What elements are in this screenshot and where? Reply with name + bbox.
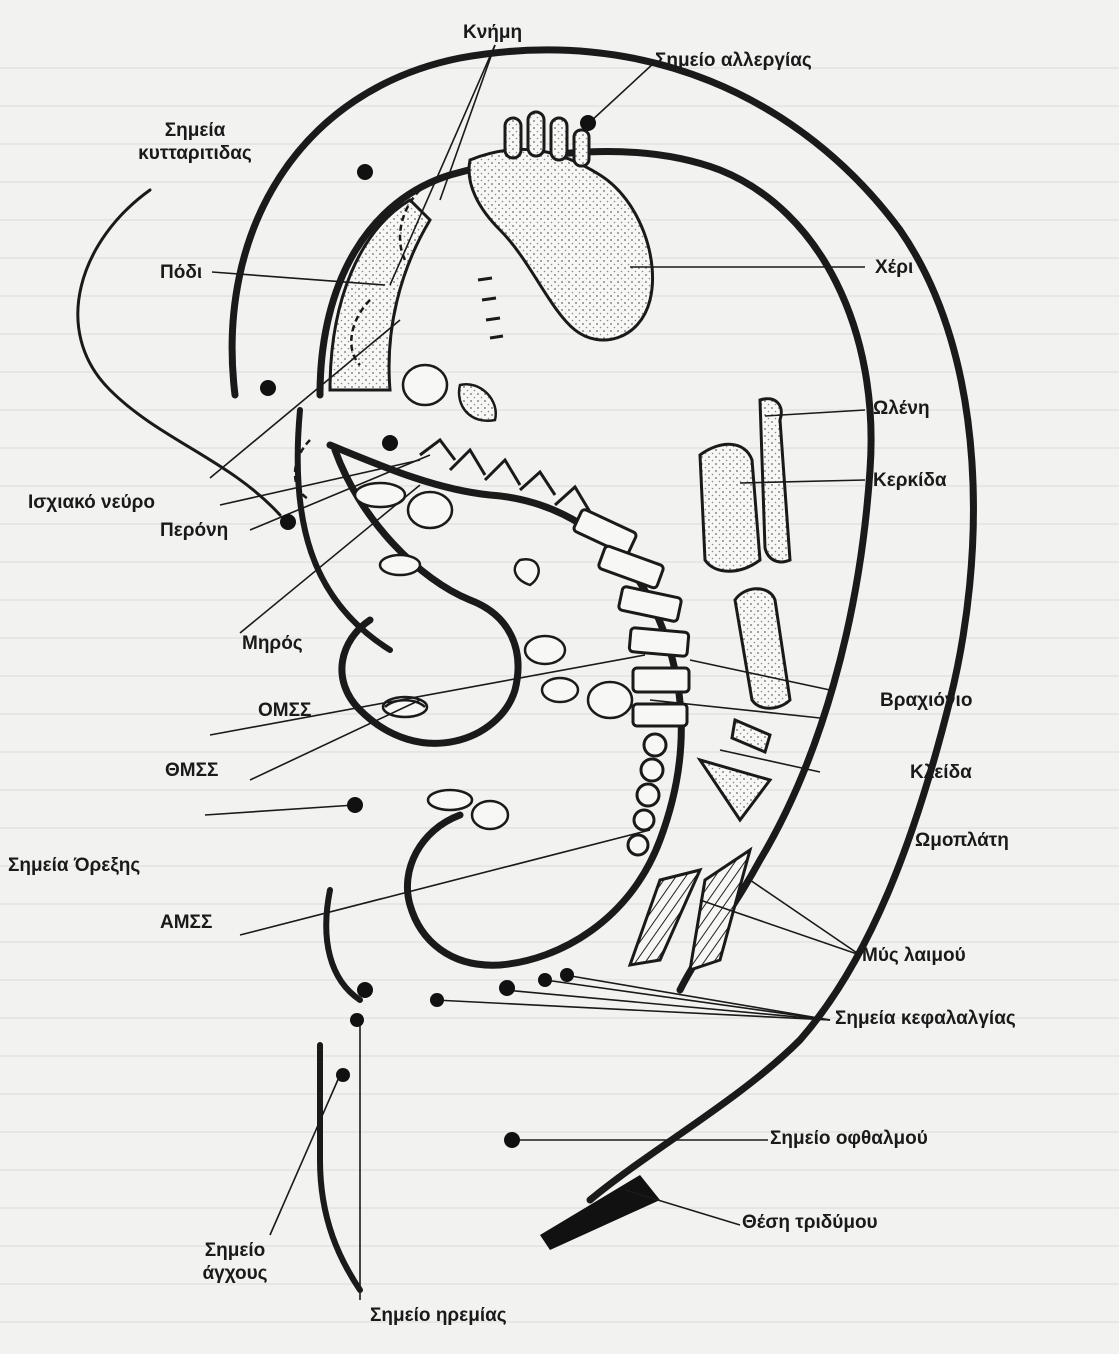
label-trigeminal-position: Θέση τριδύμου [742, 1212, 878, 1234]
label-vraxionio: Βραχιόνιο [880, 690, 972, 712]
label-allergy-point: Σημείο αλλεργίας [655, 50, 812, 72]
label-anxiety-point-line1: Σημείο [180, 1240, 290, 1262]
label-olenh: Ωλένη [873, 398, 930, 420]
label-miros: Μηρός [242, 633, 303, 655]
label-omoplati: Ωμοπλάτη [915, 830, 1009, 852]
label-calm-point: Σημείο ηρεμίας [370, 1305, 507, 1327]
label-xeri: Χέρι [875, 257, 913, 279]
label-neck-muscles: Μύς λαιμού [862, 945, 966, 967]
label-appetite-points: Σημεία Όρεξης [8, 855, 140, 877]
label-kerkida: Κερκίδα [873, 470, 947, 492]
label-cellulite-points-line1: Σημεία [105, 120, 285, 142]
label-eye-point: Σημείο οφθαλμού [770, 1128, 928, 1150]
label-peroni: Περόνη [160, 520, 228, 542]
label-knimi: Κνήμη [463, 22, 522, 44]
label-anxiety-point-line2: άγχους [180, 1263, 290, 1285]
label-headache-points: Σημεία κεφαλαλγίας [835, 1008, 1016, 1030]
label-omss: ΟΜΣΣ [258, 700, 311, 722]
label-podi: Πόδι [160, 262, 202, 284]
radius-bone [700, 444, 760, 571]
label-amss: ΑΜΣΣ [160, 912, 212, 934]
label-kleida: Κλείδα [910, 762, 972, 784]
label-thmss: ΘΜΣΣ [165, 760, 218, 782]
label-sciatic-nerve: Ισχιακό νεύρο [28, 492, 155, 514]
label-cellulite-points-line2: κυτταριτιδας [105, 143, 285, 165]
